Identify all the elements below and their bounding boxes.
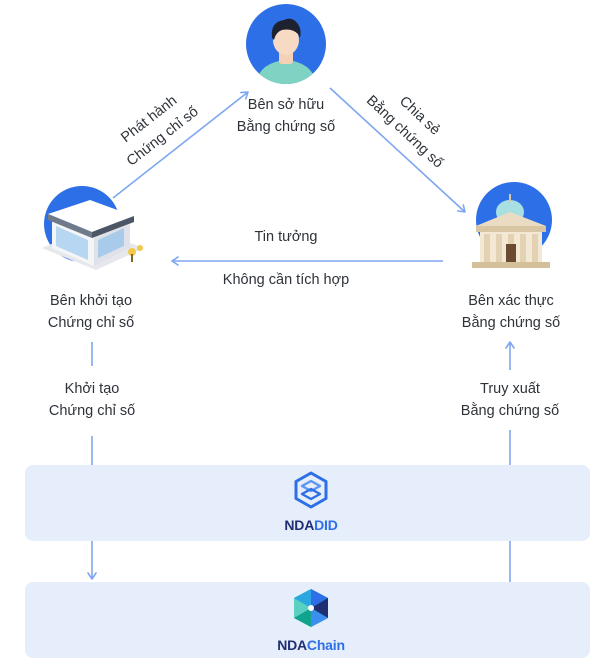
create-edge-line2: Chứng chỉ số — [48, 403, 136, 419]
holder-label-line1: Bên sở hữu — [247, 97, 325, 113]
verifier-label-line2: Bằng chứng số — [461, 315, 561, 331]
trust-edge-line1: Tin tưởng — [254, 229, 318, 245]
ndachain-band: NDAChain — [25, 582, 590, 658]
trust-edge-line2: Không cần tích hợp — [222, 272, 350, 288]
arrow-issue — [112, 91, 249, 199]
ndadid-part2: DID — [314, 517, 338, 533]
ndadid-logo-icon — [294, 471, 328, 509]
retrieve-edge-line2: Bằng chứng số — [460, 403, 560, 419]
user-avatar-icon — [246, 4, 326, 84]
ndadid-part1: NDA — [284, 517, 315, 533]
institution-icon — [472, 182, 552, 268]
issuer-label-line1: Bên khởi tạo — [49, 293, 133, 309]
retrieve-edge-label: Truy xuất Bằng chứng số — [461, 378, 559, 422]
create-edge-label: Khởi tạo Chứng chỉ số — [49, 378, 135, 422]
storefront-icon — [42, 186, 144, 270]
retrieve-edge-line1: Truy xuất — [480, 381, 540, 397]
verifier-label-line1: Bên xác thực — [468, 293, 554, 309]
ndachain-part2: Chain — [306, 637, 345, 653]
ndachain-wordmark: NDAChain — [277, 637, 345, 653]
issuer-label-line2: Chứng chỉ số — [47, 315, 135, 331]
verifier-label: Bên xác thực Bằng chứng số — [462, 290, 560, 334]
ndadid-wordmark: NDADID — [284, 517, 337, 533]
ndachain-logo-icon — [294, 589, 328, 627]
holder-label: Bên sở hữu Bằng chứng số — [237, 94, 335, 138]
issuer-label: Bên khởi tạo Chứng chỉ số — [48, 290, 134, 334]
ndachain-part1: NDA — [277, 637, 307, 653]
holder-label-line2: Bằng chứng số — [236, 119, 336, 135]
ndadid-band: NDADID — [25, 465, 590, 541]
arrow-share — [329, 87, 466, 213]
create-edge-line1: Khởi tạo — [64, 381, 120, 397]
